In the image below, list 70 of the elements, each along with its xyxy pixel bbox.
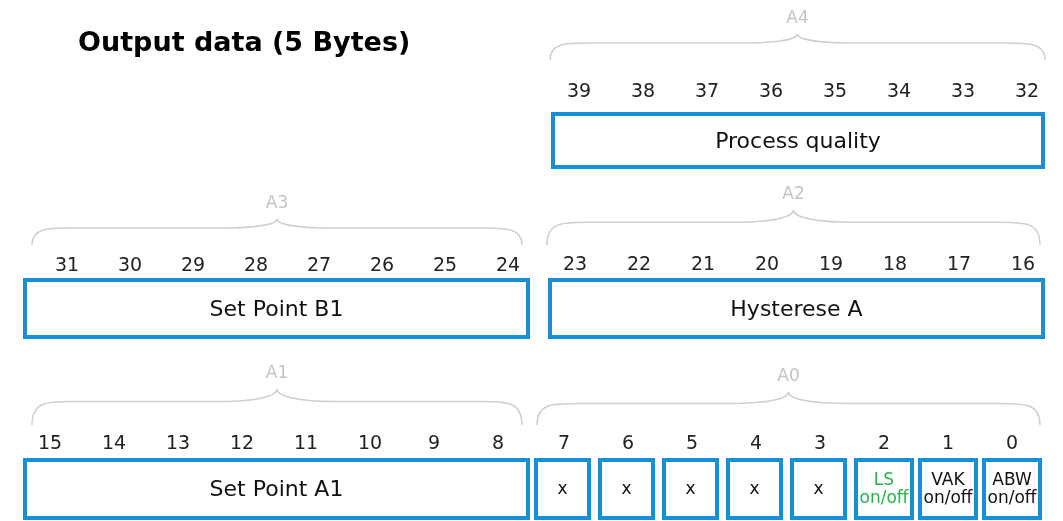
byte-label: A0 [777,365,800,385]
bit-field-box [534,458,591,520]
bit-number: 24 [495,253,521,275]
field-label: x [813,480,824,498]
field-label: x [621,480,632,498]
field-label: x [685,480,696,498]
bit-number: 11 [293,431,319,453]
bit-number: 13 [165,431,191,453]
bit-field-box [23,278,530,339]
bit-number: 9 [427,431,441,453]
bit-field-box [662,458,719,520]
bit-number: 5 [685,431,699,453]
bit-number: 36 [758,79,784,101]
bit-field-box [598,458,655,520]
bit-number: 16 [1010,252,1036,274]
field-label: Hysterese A [730,296,863,321]
bit-field-box [548,278,1045,339]
bit-number: 3 [813,431,827,453]
bit-number: 23 [562,252,588,274]
bit-field-box [854,458,914,520]
bit-number: 10 [357,431,383,453]
bit-number: 35 [822,79,848,101]
byte-label: A3 [265,192,289,212]
bit-number: 26 [369,253,395,275]
bit-number: 6 [621,431,635,453]
bit-number: 20 [754,252,780,274]
byte-label: A4 [786,7,809,27]
bit-number: 38 [630,79,656,101]
bit-number: 8 [491,431,505,453]
bit-field-box [790,458,847,520]
bit-number: 22 [626,252,652,274]
bit-number: 7 [557,431,571,453]
bit-number: 15 [37,431,63,453]
bit-number: 12 [229,431,255,453]
bit-field-box [918,458,978,520]
bit-number: 27 [306,253,332,275]
byte-label: A2 [782,183,805,203]
bit-number: 2 [877,431,891,453]
field-label: Set Point A1 [209,477,344,501]
bit-field-box [726,458,783,520]
bit-field-box [23,458,530,520]
bit-number: 32 [1014,79,1040,101]
bit-number: 17 [946,252,972,274]
bit-number: 21 [690,252,716,274]
field-label: VAK on/off [922,471,974,507]
bit-number: 25 [432,253,458,275]
field-label: LS on/off [858,471,910,507]
bit-number: 33 [950,79,976,101]
bit-number: 14 [101,431,127,453]
bit-number: 0 [1005,431,1019,453]
bit-number: 39 [566,79,592,101]
byte-label: A1 [265,362,289,382]
bit-number: 31 [54,253,80,275]
field-label: Process quality [715,128,881,153]
bit-number: 18 [882,252,908,274]
field-label: x [557,480,568,498]
bit-number: 1 [941,431,955,453]
bit-number: 4 [749,431,763,453]
field-label: ABW on/off [986,471,1038,507]
bit-field-box [982,458,1042,520]
bit-number: 28 [243,253,269,275]
title: Output data (5 Bytes) [78,26,411,57]
bit-number: 29 [180,253,206,275]
field-label: Set Point B1 [209,296,344,321]
bit-number: 34 [886,79,912,101]
bit-number: 30 [117,253,143,275]
bit-number: 19 [818,252,844,274]
bit-field-box [551,112,1045,169]
field-label: x [749,480,760,498]
bit-number: 37 [694,79,720,101]
